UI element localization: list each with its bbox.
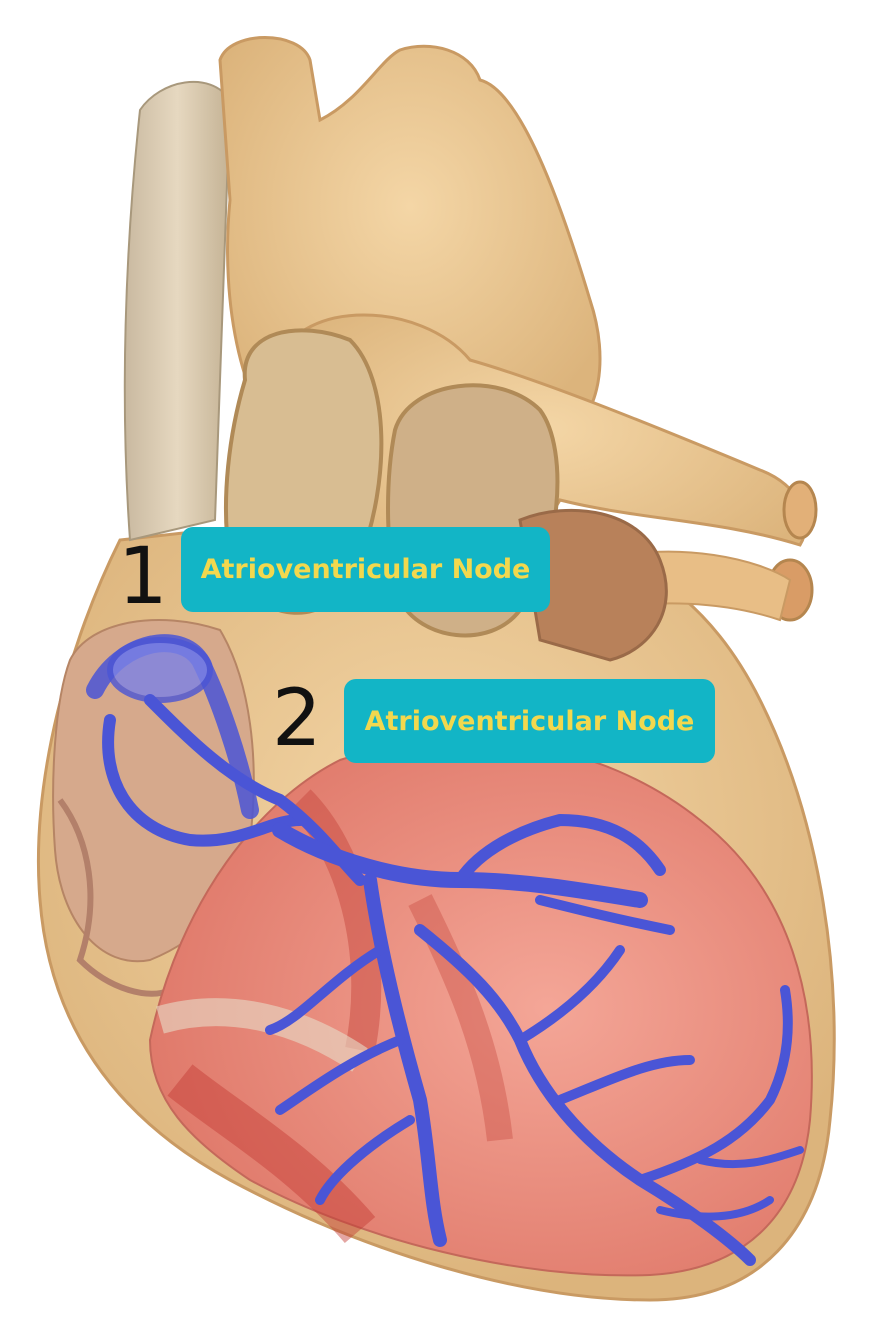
marker-number-2: 2 xyxy=(272,674,322,764)
ventricular-myocardium xyxy=(148,739,813,1277)
pulmonary-vessel-end-1 xyxy=(782,480,818,540)
conduction-system xyxy=(86,634,804,1266)
marker-label-1: Atrioventricular Node xyxy=(181,527,550,612)
marker-label-2: Atrioventricular Node xyxy=(344,679,715,763)
marker-number-1: 1 xyxy=(118,532,168,622)
superior-vena-cava xyxy=(123,80,232,542)
